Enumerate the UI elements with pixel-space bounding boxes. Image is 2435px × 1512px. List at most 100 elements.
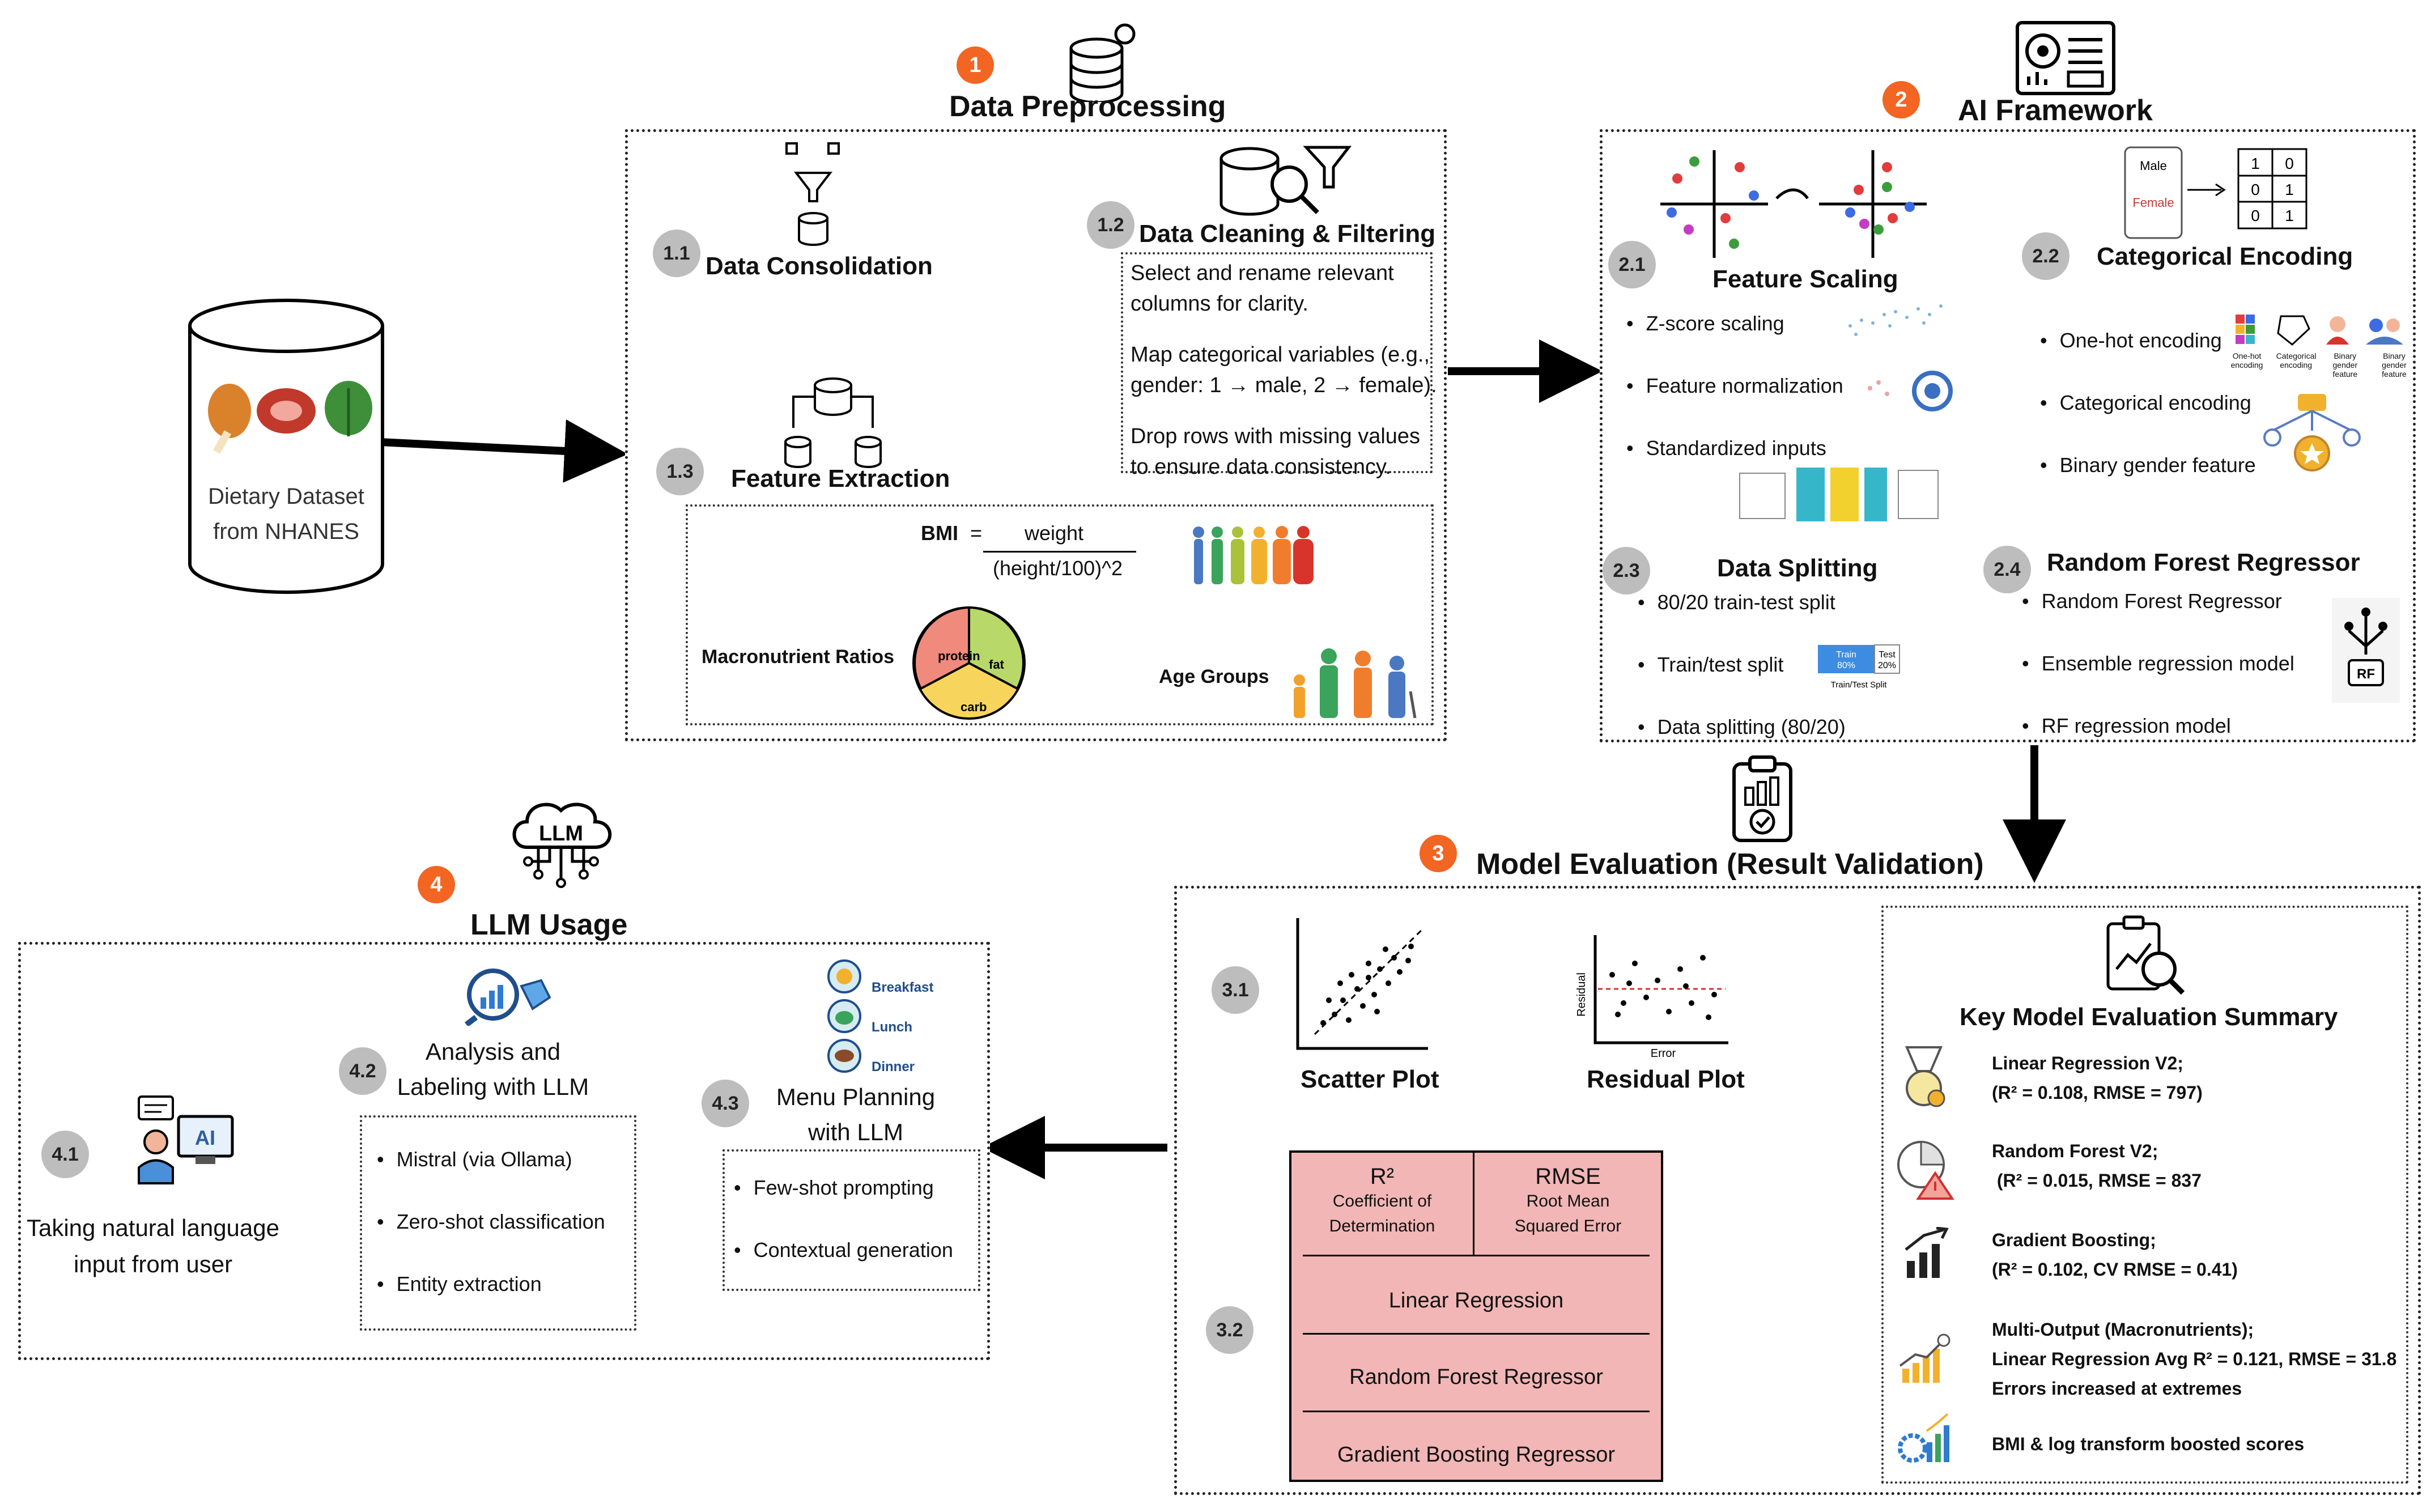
bmi-fraction-bar [983,551,1136,553]
menu-item-1: Few-shot prompting [734,1176,934,1200]
llm-brain-icon: LLM [512,802,612,888]
table-line-2 [1303,1333,1650,1335]
scatter-plot-label: Scatter Plot [1301,1065,1439,1093]
menu-label-line-2: with LLM [808,1119,904,1145]
meal-breakfast: Breakfast [872,980,934,995]
pie-carb-label: carb [961,700,987,714]
bar-growth-icon [1899,1333,1950,1383]
step-badge-2-2: 2.2 [2022,232,2069,280]
analysis-label: Analysis and Labeling with LLM [374,1034,612,1105]
matrix-1-1: 1 [2285,181,2294,198]
input-label: Taking natural language input from user [23,1210,283,1282]
section-title-model-evaluation: Model Evaluation (Result Validation) [1476,848,1984,881]
zscore-plot-icon [1848,304,1943,336]
age-groups-label: Age Groups [1159,666,1269,687]
normalization-icon [1868,371,1953,411]
analysis-magnifier-icon [464,969,551,1026]
dataset-label-line2: from NHANES [213,519,359,544]
rf-item-3: RF regression model [2022,714,2231,738]
data-cleaning-label: Data Cleaning & Filtering [1139,220,1436,248]
table-header-r2: R² Coefficient of Determination [1291,1164,1473,1239]
section-title-preprocessing: Data Preprocessing [949,90,1226,123]
summary-item-5: BMI & log transform boosted scores [1992,1434,2305,1454]
bmi-denominator: (height/100)^2 [993,557,1123,580]
step-badge-2-1: 2.1 [1608,241,1656,288]
user-ai-monitor-icon: AI [138,1095,234,1184]
summary-4-line-1: Multi-Output (Macronutrients); [1992,1319,2254,1340]
r2-desc-1: Coefficient of [1332,1192,1432,1211]
input-label-line-2: input from user [73,1251,233,1277]
matrix-1-0: 0 [2251,181,2260,198]
pie-fat-label: fat [989,657,1005,672]
table-line-1 [1303,1255,1650,1256]
split-train-pct: 80% [1837,661,1855,670]
drumstick-icon [208,384,251,454]
split-train-text: Train [1836,650,1856,660]
table-row-3: Gradient Boosting Regressor [1337,1443,1616,1467]
summary-3-line-2: (R² = 0.102, CV RMSE = 0.41) [1992,1259,2238,1280]
bmi-label: BMI [921,521,958,545]
database-gear-icon [1069,23,1136,102]
analysis-item-1: Mistral (via Ollama) [377,1148,572,1171]
section-badge-3: 3 [1420,835,1457,872]
step-badge-1-1: 1.1 [653,230,700,277]
ai-monitor-text: AI [195,1126,215,1149]
clipboard-check-icon [1732,755,1792,842]
summary-title: Key Model Evaluation Summary [1960,1003,2338,1031]
onehot-matrix-icon: 1 0 0 1 0 1 [2237,148,2307,230]
hierarchy-badge-icon [2263,394,2361,472]
matrix-0-1: 0 [2285,155,2294,172]
summary-1-line-2: (R² = 0.108, RMSE = 797) [1992,1082,2203,1103]
encoding-icon-captions: One-hot encoding Categorical encoding Bi… [2227,351,2414,379]
enc-icon-caption-4: Binary gender feature [2382,351,2407,379]
llm-icon-text: LLM [539,822,583,846]
database-network-icon [784,377,882,468]
steak-icon [257,388,316,434]
summary-item-2: Random Forest V2; (R² = 0.015, RMSE = 83… [1992,1136,2202,1195]
encoding-item-2: Categorical encoding [2040,391,2251,415]
residual-plot-icon: Residual Error [1575,935,1728,1060]
leafy-greens-icon [325,381,372,436]
categorical-encoding-label: Categorical Encoding [2097,243,2353,270]
summary-4-line-2: Linear Regression Avg R² = 0.121, RMSE =… [1992,1349,2397,1369]
matrix-2-0: 0 [2251,207,2260,224]
dataset-cylinder [188,299,384,594]
growth-chart-icon [1905,1227,1949,1278]
table-row-1: Linear Regression [1388,1289,1564,1313]
menu-item-2: Contextual generation [734,1238,953,1262]
step-badge-1-2: 1.2 [1087,201,1134,249]
feature-scaling-label: Feature Scaling [1712,265,1898,293]
residual-plot-label: Residual Plot [1587,1065,1745,1093]
scatter-scaling-icon [1660,150,1927,258]
table-header-rmse: RMSE Root Mean Squared Error [1474,1164,1661,1239]
meal-lunch: Lunch [872,1020,912,1035]
rf-icon-text: RF [2357,666,2375,682]
summary-2-line-2: (R² = 0.015, RMSE = 837 [1992,1170,2202,1191]
data-consolidation-label: Data Consolidation [706,252,933,280]
dashboard-icon [2016,21,2115,95]
step-badge-2-4: 2.4 [1983,546,2031,593]
tag-icon [2277,315,2310,346]
clean-line-5: Drop rows with missing values [1131,424,1421,448]
metrics-table: R² Coefficient of Determination RMSE Roo… [1289,1150,1663,1482]
section-badge-2: 2 [1882,81,1920,118]
rmse-desc-1: Root Mean [1526,1192,1610,1211]
encoding-item-3: Binary gender feature [2040,453,2256,477]
clean-line-1: Select and rename relevant [1131,261,1394,285]
step-badge-4-2: 4.2 [339,1047,386,1095]
section-badge-1: 1 [957,46,994,84]
meals-icon [827,959,861,1073]
clean-line-3: Map categorical variables (e.g., [1131,343,1430,367]
rf-item-1: Random Forest Regressor [2022,589,2282,613]
cleaning-description-text: Select and rename relevant columns for c… [1131,258,1437,482]
step-badge-2-3: 2.3 [1603,547,1650,594]
clean-line-2: columns for clarity. [1131,292,1308,316]
r2-symbol: R² [1370,1164,1395,1189]
encoding-icons-row [2236,315,2403,346]
matrix-0-0: 1 [2251,155,2260,172]
split-test-text: Test [1879,650,1896,660]
analysis-label-line-2: Labeling with LLM [397,1073,589,1100]
matrix-2-1: 1 [2285,207,2294,224]
encoding-item-1: One-hot encoding [2040,329,2222,352]
